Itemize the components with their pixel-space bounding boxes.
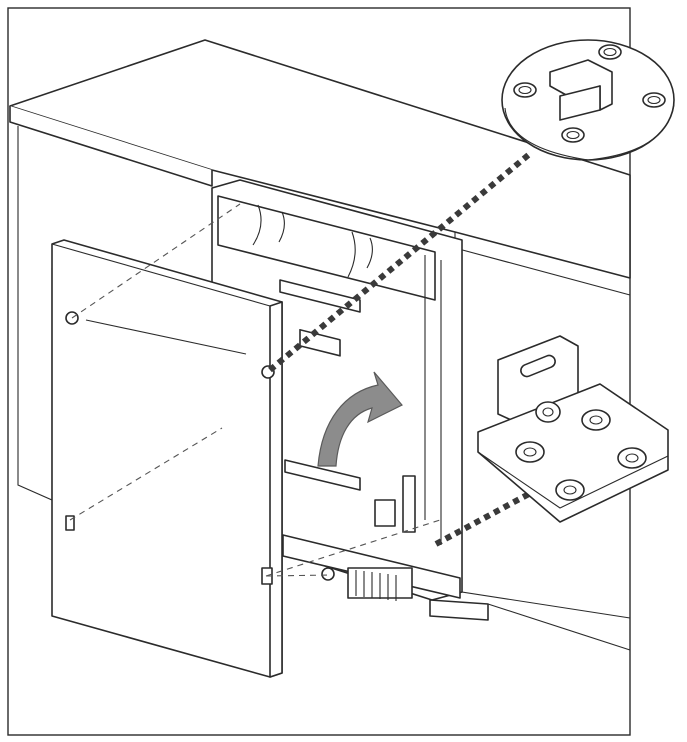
foot	[429, 599, 489, 621]
door-handle-rail	[85, 319, 247, 355]
door-panel-edge	[269, 301, 283, 678]
top-clip-disc-edge	[504, 103, 675, 161]
cabinet-plinth	[487, 603, 631, 651]
top-clip-face	[559, 85, 601, 121]
bracket-base-edge	[477, 451, 669, 509]
decor-door-panel	[51, 239, 283, 678]
corner-bracket-detail	[477, 335, 669, 523]
kitchen-cabinet	[9, 39, 631, 651]
door-panel-face	[51, 239, 283, 678]
rotation-arrow	[317, 371, 403, 467]
kickplate	[282, 534, 461, 599]
lower-rail	[284, 459, 361, 491]
hinge-bar	[402, 475, 416, 533]
top-clip-detail	[501, 39, 675, 161]
countertop-front-left	[9, 106, 213, 187]
base-components	[321, 567, 413, 601]
top-wiring	[252, 204, 373, 278]
alignment-lines	[69, 203, 441, 577]
bracket-slot	[520, 354, 556, 378]
figure-frame	[7, 7, 631, 736]
upper-rail	[279, 279, 361, 313]
leader-to-corner-bracket	[434, 485, 542, 547]
control-panel	[299, 328, 341, 357]
leader-to-top-clip	[268, 149, 534, 373]
door-panel-top	[51, 243, 271, 307]
door-mount-left	[65, 515, 75, 531]
hinge-plate	[374, 499, 396, 527]
cabinet-left-side	[17, 126, 53, 501]
